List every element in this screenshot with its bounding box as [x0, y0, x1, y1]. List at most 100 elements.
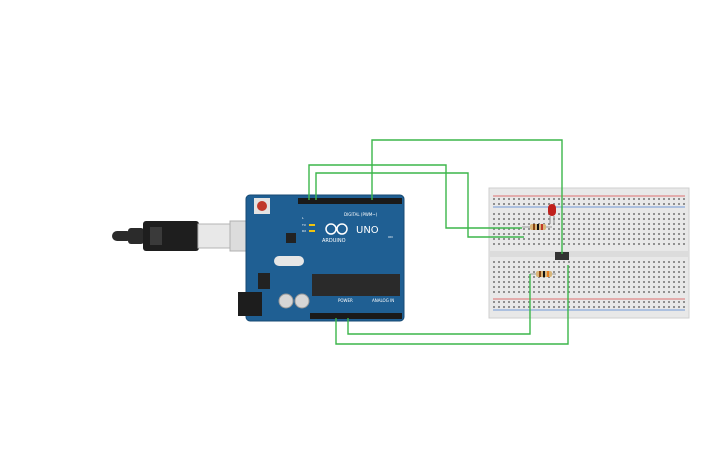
breadboard-hole[interactable]: [648, 276, 650, 278]
breadboard-hole[interactable]: [623, 213, 625, 215]
breadboard-hole[interactable]: [593, 233, 595, 235]
breadboard-hole[interactable]: [528, 203, 530, 205]
breadboard-hole[interactable]: [613, 243, 615, 245]
breadboard-hole[interactable]: [563, 198, 565, 200]
breadboard-hole[interactable]: [668, 238, 670, 240]
breadboard-hole[interactable]: [653, 233, 655, 235]
breadboard-hole[interactable]: [673, 198, 675, 200]
breadboard-hole[interactable]: [563, 238, 565, 240]
breadboard-hole[interactable]: [523, 266, 525, 268]
breadboard-hole[interactable]: [623, 271, 625, 273]
breadboard-hole[interactable]: [533, 233, 535, 235]
breadboard-hole[interactable]: [598, 276, 600, 278]
breadboard-hole[interactable]: [558, 276, 560, 278]
breadboard-hole[interactable]: [638, 198, 640, 200]
breadboard-hole[interactable]: [633, 281, 635, 283]
breadboard-hole[interactable]: [613, 281, 615, 283]
breadboard-hole[interactable]: [613, 238, 615, 240]
breadboard-hole[interactable]: [493, 228, 495, 230]
breadboard-hole[interactable]: [583, 271, 585, 273]
breadboard-hole[interactable]: [578, 261, 580, 263]
breadboard-hole[interactable]: [683, 238, 685, 240]
breadboard-hole[interactable]: [503, 276, 505, 278]
breadboard-hole[interactable]: [658, 286, 660, 288]
breadboard-hole[interactable]: [653, 301, 655, 303]
breadboard-hole[interactable]: [613, 291, 615, 293]
breadboard-hole[interactable]: [498, 306, 500, 308]
breadboard-hole[interactable]: [533, 198, 535, 200]
breadboard-hole[interactable]: [643, 301, 645, 303]
breadboard-hole[interactable]: [598, 261, 600, 263]
breadboard-hole[interactable]: [623, 276, 625, 278]
breadboard-hole[interactable]: [653, 238, 655, 240]
breadboard-hole[interactable]: [558, 266, 560, 268]
breadboard-hole[interactable]: [638, 306, 640, 308]
breadboard-hole[interactable]: [678, 291, 680, 293]
breadboard-hole[interactable]: [518, 306, 520, 308]
breadboard-hole[interactable]: [528, 238, 530, 240]
breadboard-hole[interactable]: [683, 228, 685, 230]
breadboard-hole[interactable]: [658, 243, 660, 245]
breadboard-hole[interactable]: [493, 286, 495, 288]
breadboard-hole[interactable]: [528, 266, 530, 268]
breadboard-hole[interactable]: [663, 261, 665, 263]
breadboard-hole[interactable]: [628, 223, 630, 225]
breadboard-hole[interactable]: [543, 291, 545, 293]
breadboard-hole[interactable]: [633, 243, 635, 245]
breadboard-hole[interactable]: [498, 218, 500, 220]
breadboard-hole[interactable]: [528, 198, 530, 200]
breadboard-hole[interactable]: [518, 203, 520, 205]
breadboard-hole[interactable]: [643, 228, 645, 230]
breadboard-hole[interactable]: [563, 203, 565, 205]
breadboard-hole[interactable]: [598, 233, 600, 235]
breadboard-hole[interactable]: [568, 198, 570, 200]
breadboard-hole[interactable]: [678, 198, 680, 200]
breadboard-hole[interactable]: [578, 306, 580, 308]
breadboard-hole[interactable]: [553, 261, 555, 263]
breadboard-hole[interactable]: [568, 291, 570, 293]
breadboard-hole[interactable]: [553, 301, 555, 303]
breadboard-hole[interactable]: [583, 218, 585, 220]
breadboard-hole[interactable]: [668, 276, 670, 278]
breadboard-hole[interactable]: [588, 238, 590, 240]
breadboard-hole[interactable]: [583, 243, 585, 245]
breadboard-hole[interactable]: [503, 243, 505, 245]
breadboard-hole[interactable]: [548, 306, 550, 308]
breadboard-hole[interactable]: [513, 301, 515, 303]
breadboard-hole[interactable]: [673, 238, 675, 240]
breadboard-hole[interactable]: [553, 291, 555, 293]
breadboard-hole[interactable]: [558, 286, 560, 288]
breadboard-hole[interactable]: [548, 291, 550, 293]
breadboard-hole[interactable]: [533, 306, 535, 308]
breadboard-hole[interactable]: [528, 291, 530, 293]
breadboard-hole[interactable]: [618, 306, 620, 308]
breadboard-hole[interactable]: [493, 243, 495, 245]
wire-power[interactable]: [335, 265, 569, 345]
breadboard-hole[interactable]: [668, 198, 670, 200]
breadboard-hole[interactable]: [683, 198, 685, 200]
breadboard-hole[interactable]: [503, 218, 505, 220]
breadboard-hole[interactable]: [503, 228, 505, 230]
breadboard-hole[interactable]: [633, 286, 635, 288]
breadboard-hole[interactable]: [558, 218, 560, 220]
breadboard-hole[interactable]: [678, 218, 680, 220]
breadboard-hole[interactable]: [678, 261, 680, 263]
breadboard-hole[interactable]: [543, 286, 545, 288]
breadboard-hole[interactable]: [513, 276, 515, 278]
breadboard-hole[interactable]: [558, 261, 560, 263]
breadboard-hole[interactable]: [653, 286, 655, 288]
breadboard-hole[interactable]: [628, 218, 630, 220]
breadboard-hole[interactable]: [563, 223, 565, 225]
breadboard-hole[interactable]: [638, 223, 640, 225]
breadboard-hole[interactable]: [578, 223, 580, 225]
breadboard-hole[interactable]: [603, 301, 605, 303]
breadboard-hole[interactable]: [628, 228, 630, 230]
breadboard-hole[interactable]: [598, 281, 600, 283]
breadboard-hole[interactable]: [573, 218, 575, 220]
breadboard-hole[interactable]: [508, 233, 510, 235]
breadboard-hole[interactable]: [618, 238, 620, 240]
wire-ground[interactable]: [347, 274, 531, 335]
breadboard-hole[interactable]: [573, 276, 575, 278]
breadboard-hole[interactable]: [508, 243, 510, 245]
breadboard-hole[interactable]: [503, 281, 505, 283]
